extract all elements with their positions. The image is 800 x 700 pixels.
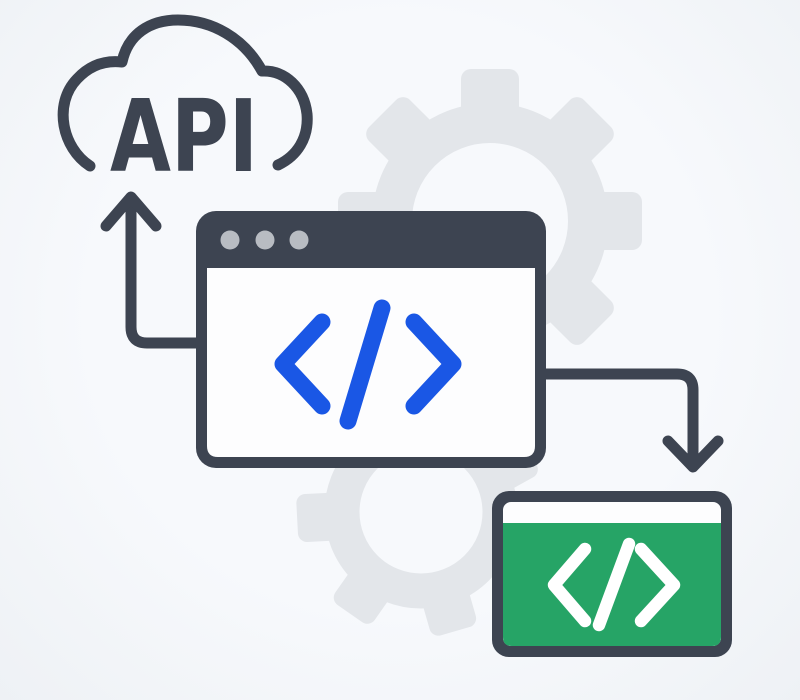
arrow-down-head xyxy=(662,435,724,473)
gear-tooth xyxy=(594,192,642,250)
code-slash xyxy=(592,537,636,632)
gear-tooth xyxy=(422,584,477,636)
code-right-chevron xyxy=(634,542,681,628)
code-card xyxy=(492,491,732,657)
gear-tooth xyxy=(547,97,614,164)
gear-tooth xyxy=(461,69,519,117)
code-left-chevron xyxy=(547,542,592,628)
code-left-chevron xyxy=(274,313,331,415)
code-icon-white xyxy=(547,537,681,632)
gear-tooth xyxy=(296,492,342,542)
browser-window xyxy=(196,211,546,468)
code-icon-blue xyxy=(274,299,462,430)
cloud-outline xyxy=(57,14,313,172)
window-dot xyxy=(220,230,240,250)
gear-tooth xyxy=(547,278,614,345)
gear-tooth xyxy=(333,567,392,624)
arrow-up-icon xyxy=(100,191,202,349)
arrow-up-head xyxy=(100,191,162,232)
api-label: API xyxy=(110,78,258,195)
arrow-down-line xyxy=(540,368,699,461)
window-control-dots xyxy=(220,230,309,250)
arrow-down-icon xyxy=(540,368,724,473)
gear-tooth xyxy=(366,97,433,164)
window-dot xyxy=(289,230,309,250)
cloud-api-icon: API xyxy=(57,14,313,195)
window-dot xyxy=(255,230,275,250)
code-slash xyxy=(339,299,391,430)
code-right-chevron xyxy=(405,313,462,415)
arrow-up-line xyxy=(125,195,202,349)
